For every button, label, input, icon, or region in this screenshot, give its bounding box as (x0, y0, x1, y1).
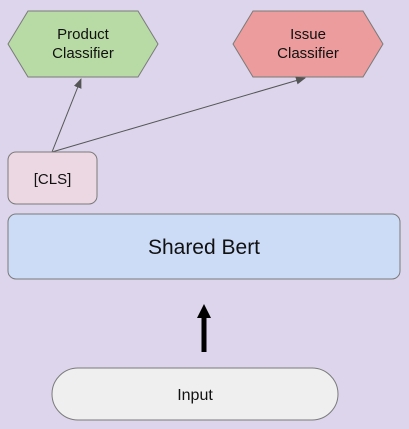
cls-token-label: [CLS] (34, 171, 72, 188)
issue-classifier-shape (232, 10, 384, 78)
shared-bert-node: Shared Bert (7, 213, 401, 280)
product-classifier-shape (7, 10, 159, 78)
product-classifier-node: Product Classifier (7, 10, 159, 78)
edge-cls-to-product-classifier (51, 78, 82, 153)
shared-bert-label: Shared Bert (148, 236, 260, 259)
issue-classifier-node: Issue Classifier (232, 10, 384, 78)
shared-bert-shape (7, 213, 401, 280)
issue-classifier-label-line1: Issue (290, 26, 326, 43)
product-classifier-label-line1: Product (57, 26, 110, 43)
input-node: Input (51, 367, 339, 421)
input-to-bert-arrow (197, 304, 211, 352)
input-label: Input (177, 387, 213, 404)
product-classifier-label-line2: Classifier (52, 45, 114, 62)
edge-cls-to-issue-classifier (51, 76, 306, 153)
cls-token-shape (7, 151, 98, 205)
input-shape (51, 367, 339, 421)
cls-token-node: [CLS] (7, 151, 98, 205)
issue-classifier-label-line2: Classifier (277, 45, 339, 62)
input-to-bert-arrow-head (197, 304, 211, 318)
input-to-bert-arrow-shaft (201, 316, 207, 352)
